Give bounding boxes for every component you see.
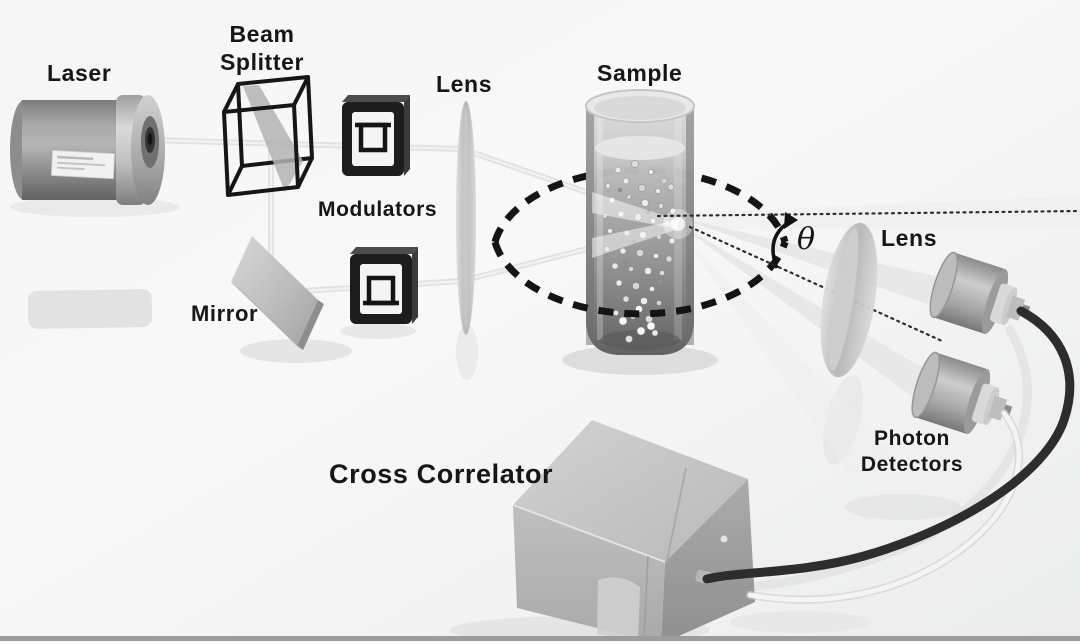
beam-splitter-label-line1: Beam xyxy=(229,21,295,47)
theta-angle-arrow xyxy=(771,212,798,269)
photon-detector-1 xyxy=(929,251,1031,334)
laser-sticker xyxy=(50,150,116,180)
black-fiber-cable xyxy=(702,306,1075,584)
sample-vial xyxy=(585,89,695,355)
beam-splitter-label-line2: Splitter xyxy=(219,49,305,76)
cross-correlator-label: Cross Correlator xyxy=(329,459,554,489)
mirror-label: Mirror xyxy=(191,301,259,326)
beam-splitter-cube xyxy=(222,75,314,197)
laser-label: Laser xyxy=(47,60,112,86)
laser-device xyxy=(10,95,165,205)
detector-cables xyxy=(702,306,1075,604)
theta-symbol: θ xyxy=(797,222,816,257)
photon-detectors-label-line1: Photon xyxy=(874,427,950,450)
beam-splitter-label: Beam Splitter xyxy=(198,20,326,76)
lens-right-shape xyxy=(820,222,878,378)
lens-left-label: Lens xyxy=(436,71,493,97)
lens-right-label: Lens xyxy=(881,225,938,251)
modulators-label: Modulators xyxy=(318,198,438,221)
bottom-white-strip xyxy=(0,641,1080,644)
sample-label: Sample xyxy=(597,60,683,86)
photon-detectors-label-line2: Detectors xyxy=(860,452,964,476)
scattering-angle-lines xyxy=(656,209,1080,343)
bottom-bar xyxy=(0,636,1080,641)
modulator-lower xyxy=(350,247,418,324)
lens-left-shape xyxy=(456,101,476,335)
cross-correlator-box xyxy=(512,420,755,644)
modulator-upper xyxy=(342,95,410,176)
mirror-device xyxy=(231,236,324,350)
photon-detectors-label: Photon Detectors xyxy=(843,426,981,477)
